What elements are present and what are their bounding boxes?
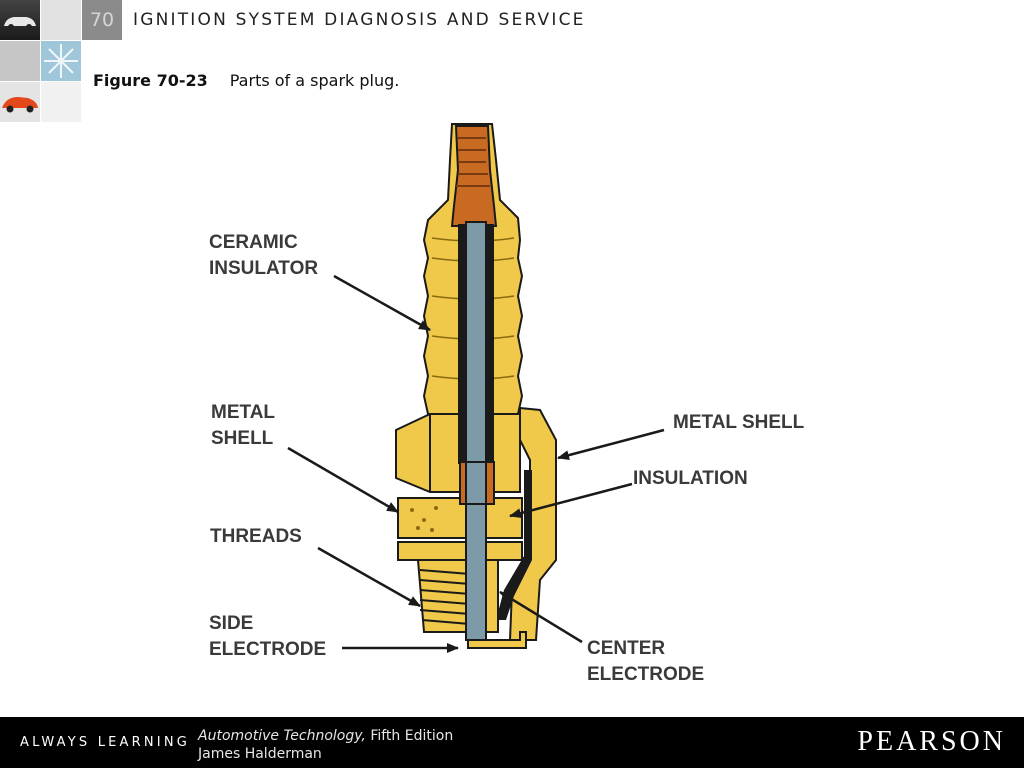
center-electrode-rod bbox=[465, 221, 487, 641]
car-thumbnail-image bbox=[0, 0, 40, 40]
book-info: Automotive Technology, Fifth Edition Jam… bbox=[198, 727, 453, 763]
book-title: Automotive Technology, bbox=[198, 728, 366, 744]
label-side-electrode: SIDE ELECTRODE bbox=[209, 613, 327, 660]
snowflake-image bbox=[41, 41, 81, 81]
sports-car-image bbox=[0, 82, 40, 122]
header-tile bbox=[41, 82, 81, 122]
figure-caption: Figure 70-23 Parts of a spark plug. bbox=[93, 71, 399, 90]
terminal-threads bbox=[456, 137, 490, 187]
label-center-electrode: CENTER ELECTRODE bbox=[587, 638, 705, 685]
label-metal-shell-left: METAL SHELL bbox=[211, 402, 276, 449]
figure-caption-text: Parts of a spark plug. bbox=[229, 71, 400, 90]
chapter-title: IGNITION SYSTEM DIAGNOSIS AND SERVICE bbox=[133, 10, 586, 30]
label-threads: THREADS bbox=[210, 526, 302, 547]
label-ceramic-insulator: CERAMIC INSULATOR bbox=[209, 232, 319, 279]
footer-tagline: ALWAYS LEARNING bbox=[20, 735, 191, 750]
thread-lines bbox=[419, 569, 471, 625]
book-edition: Fifth Edition bbox=[370, 728, 454, 744]
leader-arrows bbox=[287, 274, 665, 653]
side-electrode-shape bbox=[467, 631, 527, 649]
shell-black-seal bbox=[496, 470, 532, 620]
header-tile bbox=[41, 0, 81, 40]
figure-number: Figure 70-23 bbox=[93, 71, 208, 90]
footer-bar: ALWAYS LEARNING Automotive Technology, F… bbox=[0, 717, 1024, 768]
publisher-logo: PEARSON bbox=[857, 726, 1006, 757]
label-metal-shell-right: METAL SHELL bbox=[673, 412, 805, 433]
book-author: James Halderman bbox=[198, 746, 322, 762]
label-insulation: INSULATION bbox=[633, 468, 748, 489]
chapter-number: 70 bbox=[82, 0, 122, 40]
header-tile bbox=[0, 41, 40, 81]
gasket-texture bbox=[410, 506, 438, 532]
terminal-stud bbox=[450, 125, 498, 227]
